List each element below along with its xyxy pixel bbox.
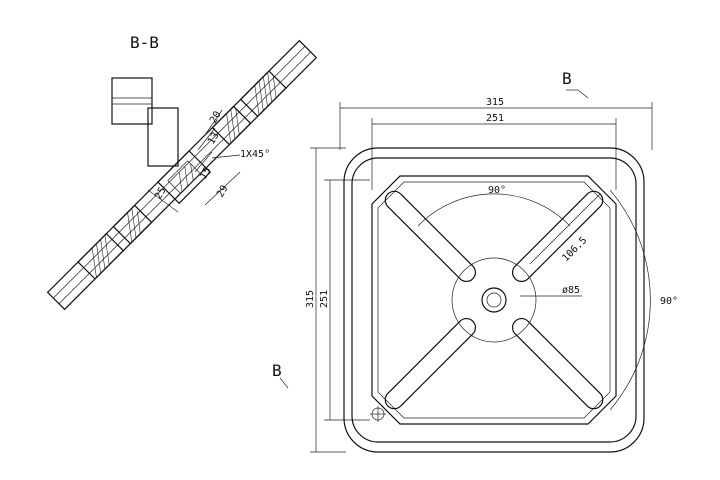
hub-circle: [451, 257, 537, 343]
dim-angle-right: 90°: [660, 296, 678, 307]
dim-chamfer: 1X45°: [240, 149, 270, 160]
angle-arc-top: [417, 193, 571, 227]
dim-diameter: ø85: [562, 285, 580, 296]
dim-13: 13: [206, 131, 222, 147]
center-bore: [481, 287, 507, 313]
dim-outer-height: 315: [305, 290, 316, 308]
dim-inner-width: 251: [486, 113, 504, 124]
section-mark-bottom: B: [272, 361, 282, 380]
outer-frame: [343, 147, 645, 453]
section-dimensions: 20 13 15 1X45° 29 25: [147, 110, 270, 213]
section-view-b-b: B-B: [46, 33, 318, 311]
diagonal-arms: [384, 190, 604, 410]
hatched-section-upper: [211, 70, 287, 146]
section-mark-top: B: [562, 69, 572, 88]
hatched-section-lower: [77, 204, 153, 280]
dim-radius: 106.5: [560, 235, 589, 264]
dim-29: 29: [215, 184, 231, 200]
dim-20: 20: [208, 110, 224, 126]
dim-15: 15: [198, 166, 214, 182]
dim-25: 25: [153, 186, 169, 202]
outer-frame-inner: [351, 157, 637, 443]
angle-arc-right: [609, 189, 651, 411]
section-title: B-B: [130, 33, 159, 52]
inner-cavity: [371, 175, 617, 425]
dim-angle-top: 90°: [488, 185, 506, 196]
dim-outer-width: 315: [486, 97, 504, 108]
section-body: [46, 39, 318, 311]
plan-view: B B 315 251 315 251: [272, 69, 678, 453]
dim-inner-height: 251: [319, 290, 330, 308]
shaft: [111, 77, 179, 167]
